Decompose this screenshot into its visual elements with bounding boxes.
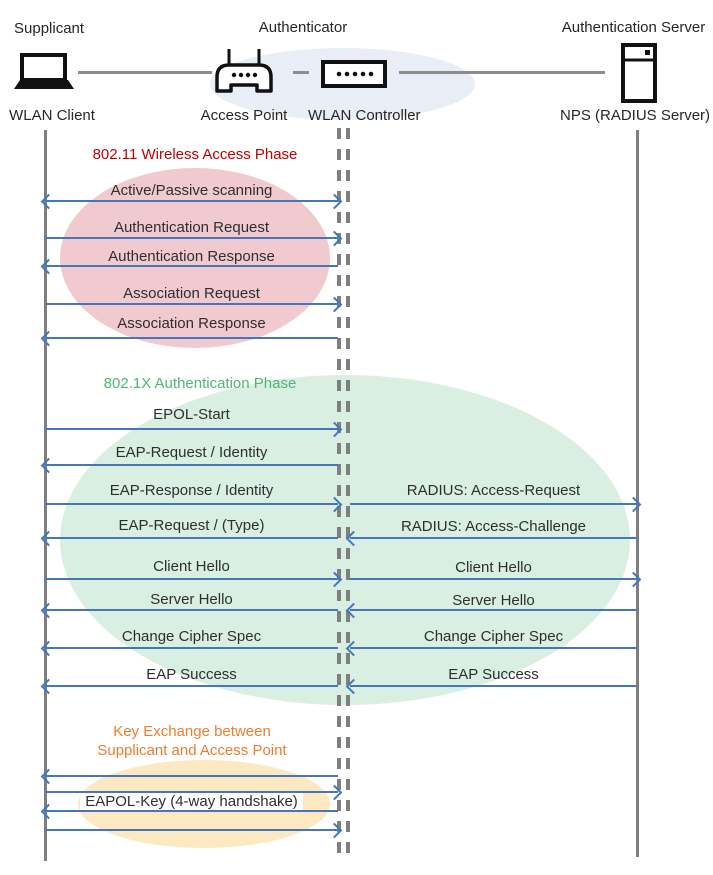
laptop-icon [14,53,74,89]
arrow-change-cipher-spec-right [350,647,637,649]
arrow-authentication-request [45,237,338,239]
arrow-eapol-key-msg2 [45,791,338,793]
arrow-eapol-key-msg4 [45,829,338,831]
server-icon [621,43,657,103]
label-active-passive-scanning: Active/Passive scanning [110,182,273,199]
label-access-point: Access Point [200,107,288,124]
label-server-hello-left: Server Hello [150,591,233,608]
role-authentication-server: Authentication Server [561,19,706,36]
arrow-radius-access-challenge [350,537,637,539]
label-eapol-key: EAPOL-Key (4-way handshake) [45,793,338,810]
arrow-client-hello-left [45,578,338,580]
wlan-controller-icon [321,60,387,88]
arrow-eap-request-type [45,537,338,539]
label-client-hello-right: Client Hello [455,559,532,576]
arrow-eap-response-identity [45,503,338,505]
label-radius-access-request: RADIUS: Access-Request [406,482,581,499]
key-exchange-title-line2: Supplicant and Access Point [97,742,287,759]
arrow-server-hello-right [350,609,637,611]
label-eap-success-left: EAP Success [146,666,237,683]
arrow-eapol-key-msg1 [45,775,338,777]
label-client-hello-left: Client Hello [153,558,230,575]
role-authenticator: Authenticator [258,19,348,36]
label-radius-access-challenge: RADIUS: Access-Challenge [400,518,587,535]
connector-controller-server [399,71,605,74]
lifeline-authenticator-left [337,128,341,859]
phase-title-8021x: 802.1X Authentication Phase [103,375,297,392]
label-eap-request-identity: EAP-Request / Identity [115,444,268,461]
lifeline-supplicant [44,130,47,861]
arrow-epol-start [45,428,338,430]
arrow-eapol-key-msg3 [45,810,338,812]
label-eap-response-identity: EAP-Response / Identity [109,482,274,499]
label-association-request: Association Request [123,285,260,302]
label-nps-radius-server: NPS (RADIUS Server) [560,107,711,124]
access-point-icon [215,49,273,93]
arrow-eap-success-right [350,685,637,687]
label-wlan-client: WLAN Client [9,107,95,124]
arrow-authentication-response [45,265,338,267]
arrow-active-passive-scanning [45,200,338,202]
phase-title-80211: 802.11 Wireless Access Phase [92,146,298,163]
lifeline-authenticator-right [346,128,350,859]
role-supplicant: Supplicant [14,20,85,37]
phase-title-key-exchange: Key Exchange between Supplicant and Acce… [62,722,322,760]
label-authentication-response: Authentication Response [108,248,275,265]
arrow-server-hello-left [45,609,338,611]
arrow-association-request [45,303,338,305]
label-authentication-request: Authentication Request [113,219,270,236]
label-change-cipher-spec-right: Change Cipher Spec [423,628,564,645]
label-epol-start: EPOL-Start [153,406,230,423]
label-change-cipher-spec-left: Change Cipher Spec [121,628,262,645]
label-association-response: Association Response [117,315,266,332]
phase-8021x-ellipse [60,375,630,705]
label-server-hello-right: Server Hello [452,592,535,609]
phase-80211-ellipse [60,168,330,348]
label-eap-request-type: EAP-Request / (Type) [118,517,265,534]
eapol-key-text: EAPOL-Key (4-way handshake) [80,793,303,810]
arrow-eap-request-identity [45,464,338,466]
arrow-radius-access-request [350,503,637,505]
connector-client-ap [78,71,212,74]
label-wlan-controller: WLAN Controller [308,107,421,124]
arrow-association-response [45,337,338,339]
label-eap-success-right: EAP Success [448,666,539,683]
arrow-change-cipher-spec-left [45,647,338,649]
connector-ap-controller [293,71,309,74]
lifeline-auth-server [636,130,639,857]
arrow-client-hello-right [350,578,637,580]
key-exchange-title-line1: Key Exchange between [113,723,271,740]
arrow-eap-success-left [45,685,338,687]
